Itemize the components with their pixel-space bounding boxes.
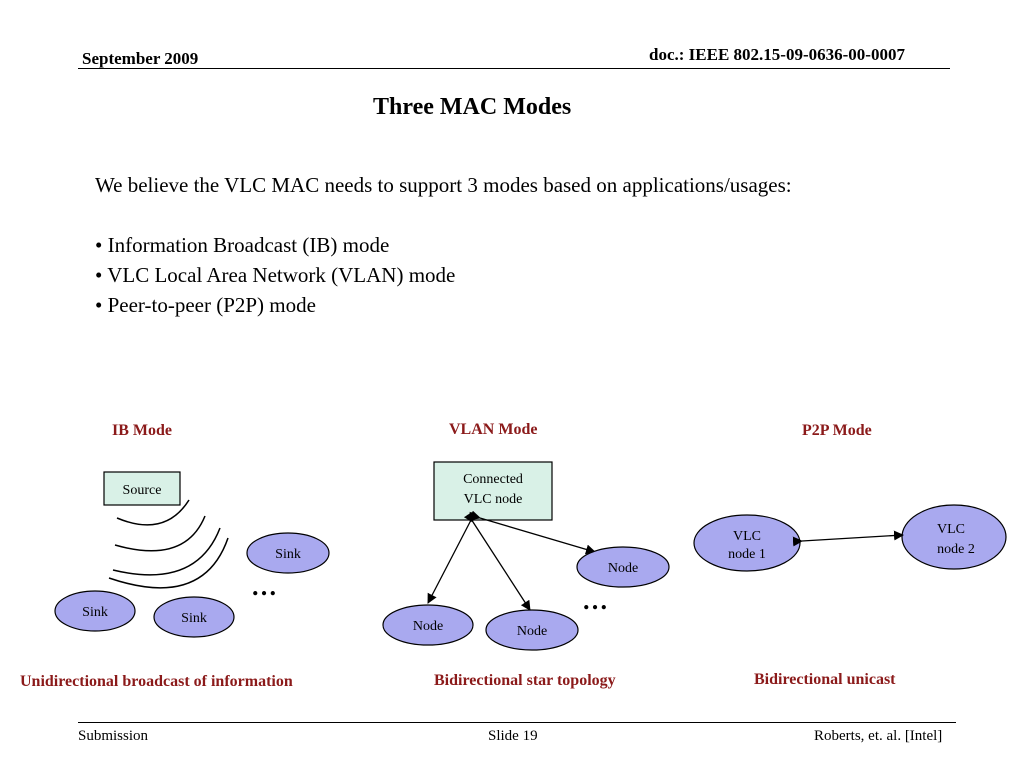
- ib-ellipsis: …: [251, 572, 277, 601]
- header-rule: [78, 68, 950, 69]
- sink-node: [54, 590, 136, 632]
- bullet-list: • Information Broadcast (IB) mode • VLC …: [95, 230, 455, 320]
- sink-label: Sink: [181, 611, 207, 626]
- bidirectional-arrow: [463, 511, 531, 611]
- sink-label: Sink: [275, 547, 301, 562]
- hub-label-line2: VLC node: [464, 492, 523, 507]
- vlc-node-2-label-line1: VLC: [937, 522, 965, 537]
- ib-caption: Unidirectional broadcast of information: [20, 673, 293, 690]
- vlan-mode-label: VLAN Mode: [449, 421, 538, 438]
- p2p-caption: Bidirectional unicast: [754, 671, 896, 688]
- footer-rule: [78, 722, 956, 723]
- star-links: [427, 510, 596, 611]
- sink-node: [153, 596, 235, 638]
- vlan-node: [485, 609, 579, 651]
- footer-submission: Submission: [78, 728, 149, 744]
- footer-slide-number: Slide 19: [488, 728, 538, 744]
- sink-label: Sink: [82, 605, 108, 620]
- vlan-ellipsis: …: [582, 586, 608, 615]
- header-doc-id: doc.: IEEE 802.15-09-0636-00-0007: [649, 45, 905, 64]
- p2p-mode-label: P2P Mode: [802, 422, 872, 439]
- bidirectional-arrow: [792, 530, 904, 547]
- broadcast-waves-icon: [108, 499, 229, 589]
- vlc-node-2: [901, 504, 1007, 570]
- source-box: [103, 471, 181, 506]
- vlc-node-2-label-line2: node 2: [937, 542, 975, 557]
- slide-title: Three MAC Modes: [373, 94, 572, 120]
- node-label: Node: [517, 624, 547, 639]
- slide-intro: We believe the VLC MAC needs to support …: [95, 173, 792, 197]
- vlan-node: [382, 604, 474, 646]
- hub-label-line1: Connected: [463, 472, 523, 487]
- header-date: September 2009: [82, 49, 199, 68]
- node-label: Node: [413, 619, 443, 634]
- vlan-caption: Bidirectional star topology: [434, 672, 616, 689]
- ib-diagram: Source Sink Sink Sink …: [54, 471, 330, 638]
- vlan-node: [576, 546, 670, 588]
- bidirectional-arrow: [469, 510, 596, 555]
- vlan-diagram: Connected VLC node Node Node Node …: [382, 461, 670, 651]
- node-label: Node: [608, 561, 638, 576]
- source-label: Source: [123, 483, 162, 498]
- footer-authors: Roberts, et. al. [Intel]: [814, 728, 943, 744]
- bidirectional-arrow: [427, 511, 479, 604]
- vlc-node-1-label-line2: node 1: [728, 547, 766, 562]
- bullet-item-vlan: • VLC Local Area Network (VLAN) mode: [95, 263, 456, 287]
- vlc-node-1-label-line1: VLC: [733, 529, 761, 544]
- bullet-item-ib: • Information Broadcast (IB) mode: [95, 233, 390, 257]
- connected-vlc-node-box: [433, 461, 553, 521]
- p2p-diagram: VLC node 1 VLC node 2: [693, 504, 1007, 572]
- sink-node: [246, 532, 330, 574]
- ib-mode-label: IB Mode: [112, 422, 172, 439]
- bullet-item-p2p: • Peer-to-peer (P2P) mode: [95, 293, 316, 317]
